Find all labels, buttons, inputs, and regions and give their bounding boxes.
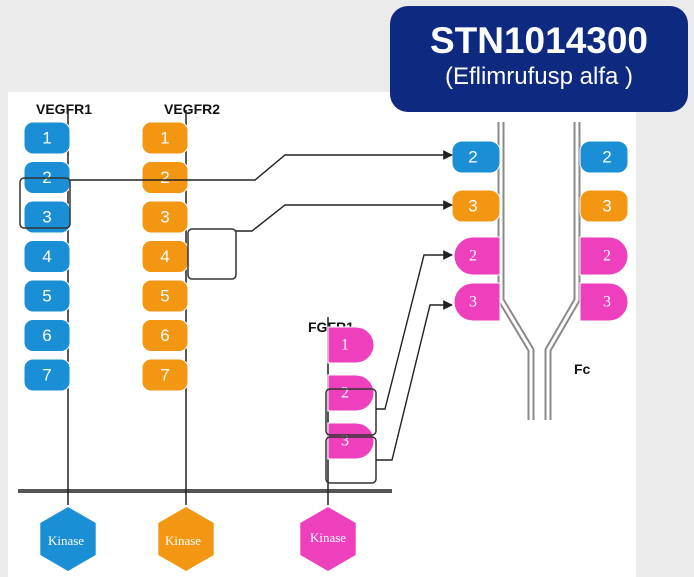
vegfr1-domain-label: 1 bbox=[42, 129, 51, 148]
fgfr1-kinase-label: Kinase bbox=[309, 530, 347, 545]
arrow-fgfr1-3-to-fusion bbox=[376, 300, 453, 461]
vegfr2-domain-4 bbox=[141, 240, 189, 273]
arrow-vegfr1-2-to-fusion bbox=[70, 150, 453, 181]
title-box: STN1014300 (Eflimrufusp alfa ) bbox=[390, 6, 688, 112]
vegfr1-domain2-selection bbox=[19, 177, 71, 229]
vegfr1-domain-6 bbox=[23, 319, 71, 352]
vegfr2-receptor: 1 2 3 4 5 6 7 bbox=[141, 110, 214, 571]
vegfr2-domain-label: 1 bbox=[160, 129, 169, 148]
arrow-fgfr1-2-to-fusion bbox=[376, 250, 453, 410]
fusion-left-domain-label: 2 bbox=[468, 148, 477, 167]
fgfr1-kinase-hexagon bbox=[300, 507, 356, 571]
vegfr2-domain-label: 2 bbox=[160, 168, 169, 187]
fusion-left-domain-label: 2 bbox=[469, 248, 477, 265]
fusion-right-domain-vegfr2-3 bbox=[579, 189, 629, 223]
vegfr2-domain-2 bbox=[141, 161, 189, 194]
vegfr2-domain-label: 7 bbox=[160, 366, 169, 385]
fgfr1-domain2-selection bbox=[325, 388, 377, 436]
fusion-left-domain-label: 3 bbox=[469, 294, 477, 311]
vegfr1-domain-label: 4 bbox=[42, 247, 51, 266]
arrow-vegfr2-3-to-fusion bbox=[236, 200, 453, 232]
fc-right-arm bbox=[544, 122, 581, 420]
vegfr1-kinase-label: Kinase bbox=[47, 533, 85, 548]
vegfr1-domain-7 bbox=[23, 358, 71, 392]
vegfr1-domain-label: 5 bbox=[42, 287, 51, 306]
fusion-right-domain-label: 2 bbox=[603, 248, 611, 265]
fc-left-arm bbox=[497, 122, 535, 420]
fgfr1-domain-1 bbox=[327, 326, 375, 364]
vegfr2-domain-label: 5 bbox=[160, 287, 169, 306]
fusion-right-domain-fgfr1-2 bbox=[579, 236, 629, 276]
vegfr2-label: VEGFR2 bbox=[164, 101, 221, 117]
vegfr1-kinase-hexagon bbox=[40, 507, 96, 571]
fgfr1-receptor: 1 2 3 bbox=[300, 317, 375, 571]
fusion-left-domain-fgfr1-3 bbox=[453, 282, 501, 322]
fusion-right-domain-fgfr1-3 bbox=[579, 282, 629, 322]
vegfr2-domain-label: 6 bbox=[160, 326, 169, 345]
fusion-right-domain-label: 3 bbox=[603, 294, 611, 311]
fgfr1-domain-label: 2 bbox=[341, 385, 349, 402]
drug-name-subtitle: (Eflimrufusp alfa ) bbox=[444, 63, 634, 90]
vegfr2-kinase-label: Kinase bbox=[164, 533, 202, 548]
vegfr2-kinase-hexagon bbox=[158, 507, 214, 571]
vegfr1-domain-label: 6 bbox=[42, 326, 51, 345]
vegfr1-domain-4 bbox=[23, 240, 71, 273]
fusion-right-domain-label: 3 bbox=[602, 197, 611, 216]
fusion-left-domain-vegfr1-2 bbox=[451, 140, 501, 174]
vegfr2-domain-7 bbox=[141, 358, 189, 392]
fgfr1-domain-label: 1 bbox=[341, 337, 349, 354]
fgfr1-domain-2 bbox=[327, 374, 375, 412]
vegfr2-domain-5 bbox=[141, 279, 189, 313]
fgfr1-domain-3 bbox=[327, 422, 375, 460]
diagram-panel bbox=[8, 92, 636, 577]
fc-label: Fc bbox=[574, 361, 591, 377]
vegfr1-label: VEGFR1 bbox=[36, 101, 93, 117]
drug-code-title: STN1014300 bbox=[429, 20, 649, 61]
vegfr2-domain-1 bbox=[141, 121, 189, 155]
vegfr2-domain-3 bbox=[141, 200, 189, 234]
vegfr1-domain-1 bbox=[23, 121, 71, 155]
vegfr1-domain-3 bbox=[23, 200, 71, 234]
fusion-left-domain-fgfr1-2 bbox=[453, 236, 501, 276]
fusion-right-domain-label: 2 bbox=[602, 148, 611, 167]
fgfr1-domain-label: 3 bbox=[341, 433, 349, 450]
vegfr2-domain-6 bbox=[141, 319, 189, 352]
fusion-left-domain-vegfr2-3 bbox=[451, 189, 501, 223]
vegfr1-domain-5 bbox=[23, 279, 71, 313]
vegfr2-domain-label: 4 bbox=[160, 247, 169, 266]
vegfr2-domain-label: 3 bbox=[160, 208, 169, 227]
vegfr1-domain-label: 7 bbox=[42, 366, 51, 385]
fusion-right-domain-vegfr1-2 bbox=[579, 140, 629, 174]
fusion-left-domain-label: 3 bbox=[468, 197, 477, 216]
vegfr2-domain3-selection bbox=[187, 228, 237, 280]
vegfr1-domain-label: 3 bbox=[42, 208, 51, 227]
